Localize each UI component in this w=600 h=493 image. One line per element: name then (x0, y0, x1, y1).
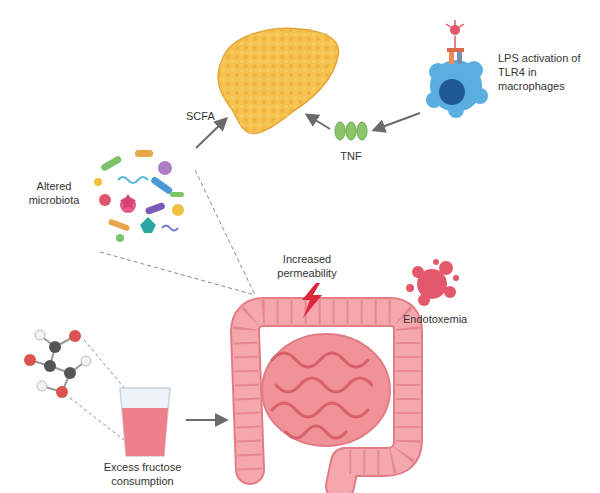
scfa-arrow (196, 119, 226, 148)
fructose-molecule (24, 330, 91, 398)
liver (218, 28, 339, 133)
condition-label: Endotoxemia (403, 313, 467, 327)
glass (120, 388, 170, 456)
intestine (245, 312, 408, 486)
metabolite-label: SCFA (186, 110, 215, 124)
tnf-arrow (307, 115, 330, 129)
node-label: LPS activation of TLR4 in macrophages (498, 52, 590, 93)
microbiota (88, 143, 192, 247)
dashed-connector (100, 170, 255, 295)
macrophage-node: LPS activation of TLR4 in macrophages (420, 22, 590, 117)
tnf-molecules (335, 122, 367, 140)
intestine-node: Increased permeability (228, 295, 428, 490)
leader-line (70, 398, 124, 440)
endotoxin-splat (406, 259, 459, 306)
node-label: Increased permeability (262, 253, 352, 281)
arrow-connector (186, 419, 226, 421)
node-label: TNF (330, 150, 372, 164)
drink-node: Excess fructose consumption (95, 385, 190, 493)
node-label: Excess fructose consumption (83, 461, 202, 489)
tnf-node: TNF (330, 118, 372, 166)
microbiota-node: Altered microbiota (20, 140, 195, 252)
node-label: Altered microbiota (22, 180, 86, 208)
arrow-connector (374, 113, 420, 130)
leader-line (84, 340, 128, 392)
macrophage (426, 20, 488, 118)
lightning-bolt (302, 283, 322, 318)
